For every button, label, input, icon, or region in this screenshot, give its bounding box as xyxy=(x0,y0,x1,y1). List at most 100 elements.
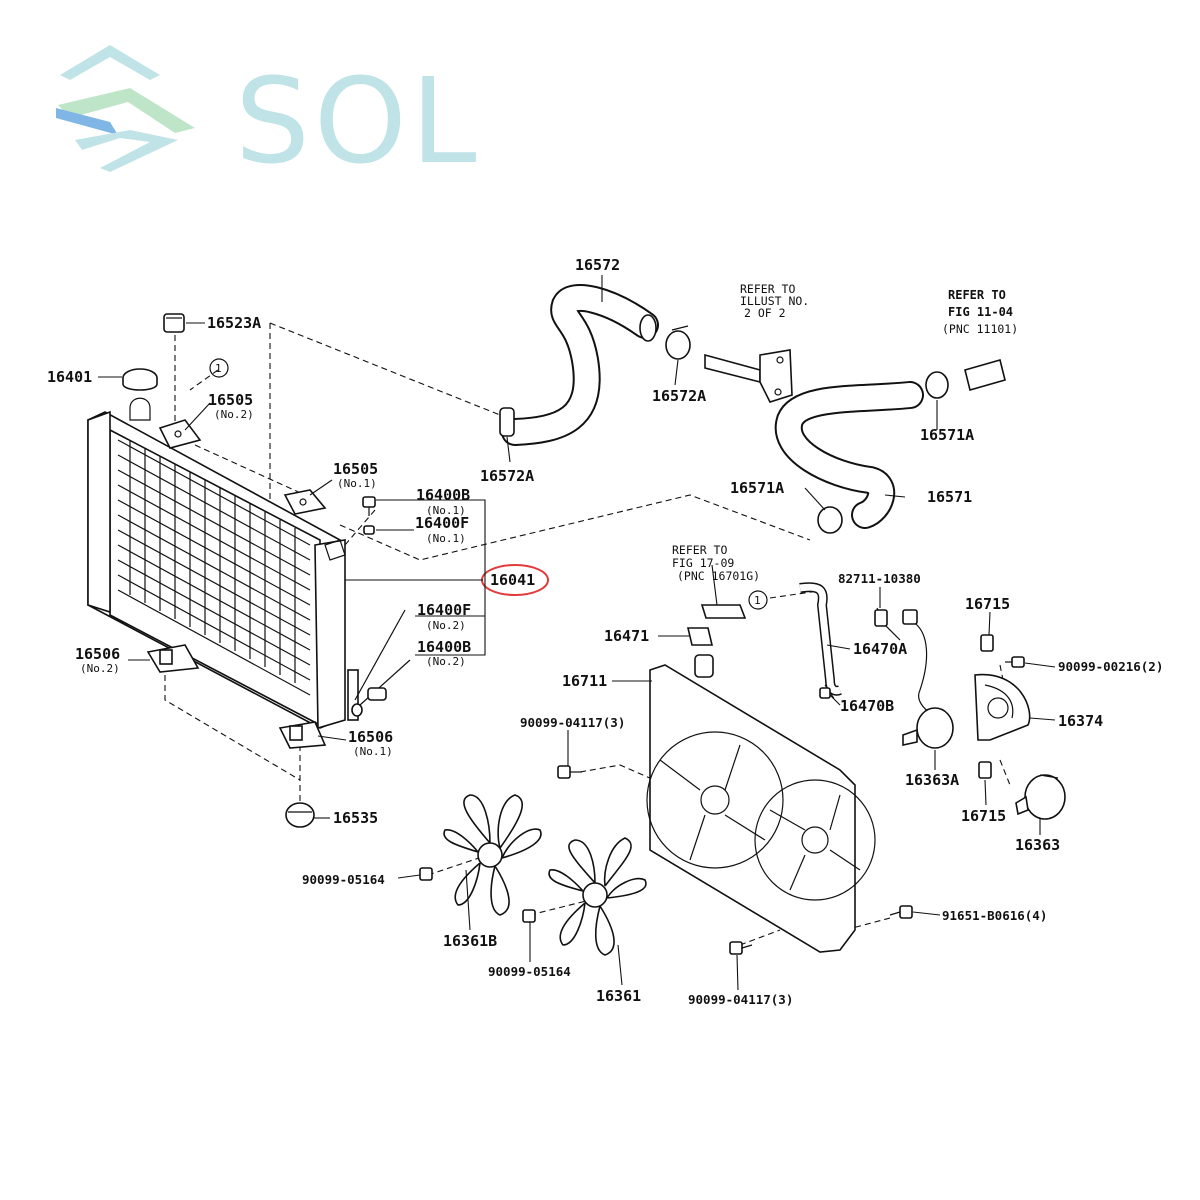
hose-clamp-16572A-left xyxy=(499,407,515,437)
radiator-hose-outlet-16571 xyxy=(774,381,924,529)
ref-illust-line3: 2 OF 2 xyxy=(744,306,786,320)
cooling-fan-16361 xyxy=(548,837,647,956)
label-90099-00216: 90099-00216(2) xyxy=(1058,659,1163,674)
label-16505-no2: 16505 xyxy=(208,391,253,409)
label-16571: 16571 xyxy=(927,488,972,506)
label-16571A-lower: 16571A xyxy=(730,479,784,497)
label-16715-bottom: 16715 xyxy=(961,807,1006,825)
label-91651-B0616: 91651-B0616(4) xyxy=(942,908,1047,923)
fan-motor-16363 xyxy=(1015,774,1066,820)
label-16523A: 16523A xyxy=(207,314,261,332)
label-90099-04117-lower: 90099-04117(3) xyxy=(688,992,793,1007)
label-16400F-no2-sub: (No.2) xyxy=(426,619,466,632)
nut-90099-05164-mid xyxy=(522,909,536,923)
bolt-90099-00216 xyxy=(1005,656,1025,668)
radiator-cushion-16535 xyxy=(285,802,315,828)
label-16361: 16361 xyxy=(596,987,641,1005)
ref-fig1104-line1: REFER TO xyxy=(948,288,1006,302)
label-16715-top: 16715 xyxy=(965,595,1010,613)
label-16470A: 16470A xyxy=(853,640,907,658)
label-90099-05164-mid: 90099-05164 xyxy=(488,964,571,979)
drain-cock-16400B-no1 xyxy=(362,496,376,516)
label-16505-no2-sub: (No.2) xyxy=(214,408,254,421)
fan-shroud-16374 xyxy=(974,673,1031,741)
callout-marker-right: 1 xyxy=(748,590,768,610)
label-16363A: 16363A xyxy=(905,771,959,789)
label-16572A-left: 16572A xyxy=(480,467,534,485)
nut-16715-bottom xyxy=(978,761,992,779)
label-16363: 16363 xyxy=(1015,836,1060,854)
ref-fig1709-line1: REFER TO xyxy=(672,543,727,557)
label-16535: 16535 xyxy=(333,809,378,827)
radiator-bracket-16506-no1 xyxy=(278,721,327,749)
callout-marker-right-text: 1 xyxy=(754,594,761,607)
hose-clamp-16571A-lower xyxy=(817,506,843,534)
label-16470B: 16470B xyxy=(840,697,894,715)
radiator-bracket-16506-no2 xyxy=(146,644,200,673)
label-16505-no1-sub: (No.1) xyxy=(337,477,377,490)
leader-lines xyxy=(98,275,1056,991)
sol-logo: SOL xyxy=(56,45,481,190)
label-16505-no1: 16505 xyxy=(333,460,378,478)
hose-16470B xyxy=(819,687,831,699)
callout-marker-left: 1 xyxy=(209,358,229,378)
fan-shroud-16711 xyxy=(646,654,876,953)
cooling-fan-16361B xyxy=(443,794,542,916)
label-16506-no1-sub: (No.1) xyxy=(353,745,393,758)
label-16506-no2-sub: (No.2) xyxy=(80,662,120,675)
ref-fig-11-04: REFER TO FIG 11-04 (PNC 11101) xyxy=(942,288,1018,336)
label-90099-04117-upper: 90099-04117(3) xyxy=(520,715,625,730)
bolt-91651-B0616 xyxy=(889,905,913,919)
label-16400B-no2-sub: (No.2) xyxy=(426,655,466,668)
drain-cock-16400F-no1 xyxy=(363,525,375,535)
label-90099-05164-left: 90099-05164 xyxy=(302,872,385,887)
radiator-assembly-16041 xyxy=(87,397,411,730)
engine-pipe-fig-11-04 xyxy=(964,359,1006,391)
ref-fig1104-line3: (PNC 11101) xyxy=(942,322,1018,336)
part-labels: 16572 16523A 16401 16505 (No.2) 16572A 1… xyxy=(47,256,1163,1007)
pad-fig-17-09 xyxy=(700,604,747,619)
ref-fig1104-line2: FIG 11-04 xyxy=(948,305,1013,319)
hose-clamp-16571A-upper xyxy=(925,371,949,399)
label-16400B-no2: 16400B xyxy=(417,638,471,656)
hose-clamp-16572A-mid xyxy=(665,325,691,360)
water-outlet-pipe xyxy=(704,349,793,403)
bolt-90099-04117-upper xyxy=(557,765,582,779)
label-16400F-no1-sub: (No.1) xyxy=(426,532,466,545)
label-16572A-mid: 16572A xyxy=(652,387,706,405)
hose-16470A xyxy=(799,582,842,696)
sol-logo-mark xyxy=(56,45,195,172)
label-16400B-no1-sub: (No.1) xyxy=(426,504,466,517)
clamp-16471 xyxy=(686,627,714,646)
radiator-plug-16523A xyxy=(163,313,185,333)
sol-logo-wordmark: SOL xyxy=(235,52,481,190)
label-16400F-no1: 16400F xyxy=(415,514,469,532)
callout-marker-left-text: 1 xyxy=(215,362,222,375)
label-16401: 16401 xyxy=(47,368,92,386)
label-16471: 16471 xyxy=(604,627,649,645)
label-16571A-upper: 16571A xyxy=(920,426,974,444)
guide-lines xyxy=(164,322,1011,946)
ref-illust-line1: REFER TO xyxy=(740,282,795,296)
radiator-support-16505-no2 xyxy=(158,419,202,449)
fan-motor-16363A xyxy=(902,609,954,749)
label-16506-no1: 16506 xyxy=(348,728,393,746)
label-16361B: 16361B xyxy=(443,932,497,950)
ref-fig1709-line2: FIG 17-09 xyxy=(672,556,734,570)
label-16400F-no2: 16400F xyxy=(417,601,471,619)
nut-16715-top xyxy=(980,634,994,652)
label-16572: 16572 xyxy=(575,256,620,274)
radiator-support-16505-no1 xyxy=(283,489,327,515)
wire-harness-82711-10380 xyxy=(874,607,901,641)
radiator-hose-inlet-16572 xyxy=(501,283,659,446)
label-16400B-no1: 16400B xyxy=(416,486,470,504)
ref-illust-line2: ILLUST NO. xyxy=(740,294,809,308)
nut-90099-05164-left xyxy=(419,867,433,881)
ref-fig1709-line3: (PNC 16701G) xyxy=(677,569,760,583)
bolt-90099-04117-lower xyxy=(729,941,753,955)
label-16711: 16711 xyxy=(562,672,607,690)
label-16041: 16041 xyxy=(490,571,535,589)
ref-fig-17-09: REFER TO FIG 17-09 (PNC 16701G) xyxy=(672,543,760,583)
